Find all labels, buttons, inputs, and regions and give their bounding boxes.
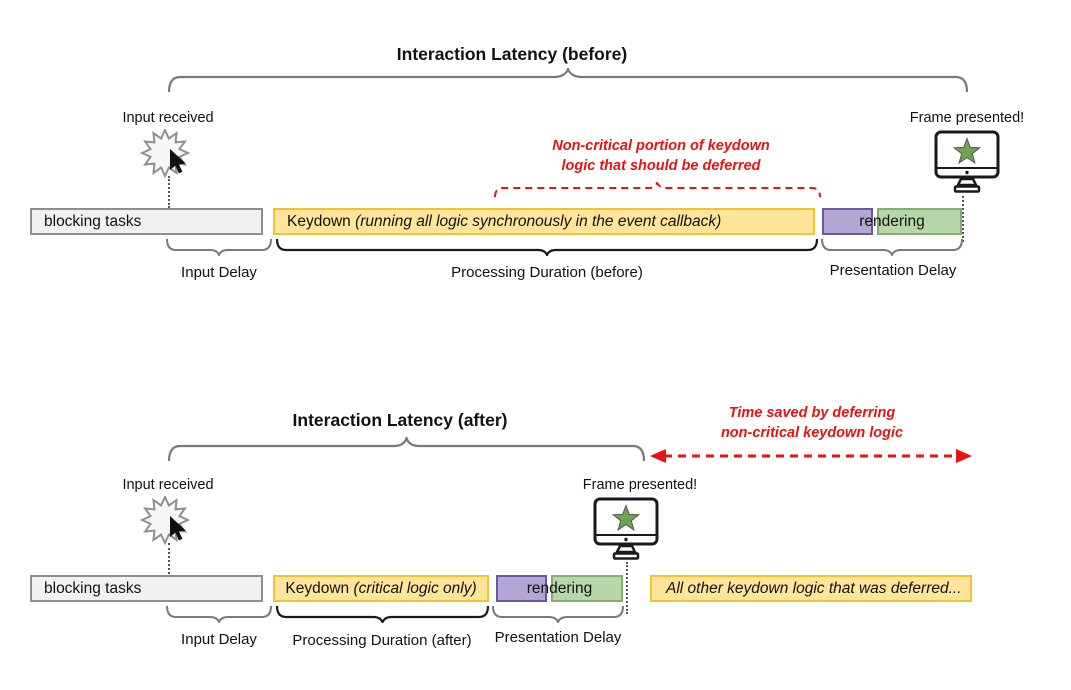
processing-duration-brace-after	[276, 605, 489, 623]
rendering-bar-before	[877, 208, 962, 235]
keydown-label: Keydown (critical logic only)	[285, 580, 477, 597]
processing-duration-label-after: Processing Duration (after)	[292, 632, 472, 649]
frame-time-dotted-line	[962, 196, 964, 242]
input-delay-label-before: Input Delay	[181, 264, 257, 281]
after-annotation-line2: non-critical keydown logic	[720, 425, 904, 441]
keydown-bar-after: Keydown (critical logic only)	[273, 575, 489, 602]
after-input-received-label: Input received	[122, 477, 214, 493]
input-delay-brace-before	[166, 238, 272, 256]
deferred-keydown-bar: All other keydown logic that was deferre…	[650, 575, 972, 602]
before-annotation: Non-critical portion of keydown logic th…	[552, 136, 770, 176]
processing-duration-label-before: Processing Duration (before)	[451, 264, 643, 281]
after-annotation: Time saved by deferring non-critical key…	[721, 403, 903, 443]
processing-duration-brace-before	[276, 238, 818, 256]
deferred-portion-dashed-brace	[494, 182, 821, 198]
presentation-delay-label-before: Presentation Delay	[829, 262, 957, 279]
rendering-label-after: rendering	[526, 579, 593, 597]
before-input-received-label: Input received	[122, 110, 214, 126]
monitor-star-icon	[934, 130, 1000, 193]
before-annotation-line1: Non-critical portion of keydown	[552, 138, 770, 154]
after-frame-presented-label: Frame presented!	[582, 477, 698, 493]
input-burst-cursor-icon	[140, 496, 191, 546]
monitor-star-icon	[593, 497, 659, 560]
before-annotation-line2: logic that should be deferred	[561, 158, 761, 174]
presentation-delay-label-after: Presentation Delay	[494, 629, 622, 646]
keydown-bar-before: Keydown (running all logic synchronously…	[273, 208, 815, 235]
before-latency-brace	[168, 68, 968, 93]
blocking-tasks-bar: blocking tasks	[30, 208, 263, 235]
input-delay-brace-after	[166, 605, 272, 623]
blocking-tasks-bar: blocking tasks	[30, 575, 263, 602]
after-title: Interaction Latency (after)	[292, 410, 508, 430]
input-delay-label-after: Input Delay	[181, 631, 257, 648]
deferred-keydown-label: All other keydown logic that was deferre…	[666, 580, 962, 597]
presentation-delay-brace-before	[821, 238, 963, 256]
blocking-tasks-label: blocking tasks	[44, 580, 142, 597]
keydown-label: Keydown (running all logic synchronously…	[287, 213, 722, 230]
presentation-delay-brace-after	[492, 605, 624, 623]
input-time-dotted-line	[168, 176, 170, 208]
after-latency-brace	[168, 437, 645, 462]
frame-time-dotted-line	[626, 562, 628, 614]
after-annotation-line1: Time saved by deferring	[728, 405, 896, 421]
style-layout-bar-after	[496, 575, 547, 602]
rendering-label-before: rendering	[859, 212, 925, 230]
blocking-tasks-label: blocking tasks	[44, 213, 142, 230]
input-time-dotted-line	[168, 543, 170, 574]
before-frame-presented-label: Frame presented!	[909, 110, 1025, 126]
rendering-bar-after	[551, 575, 623, 602]
time-saved-dashed-arrow	[650, 449, 972, 463]
input-burst-cursor-icon	[140, 129, 191, 179]
before-title: Interaction Latency (before)	[396, 44, 628, 64]
style-layout-bar-before	[822, 208, 873, 235]
